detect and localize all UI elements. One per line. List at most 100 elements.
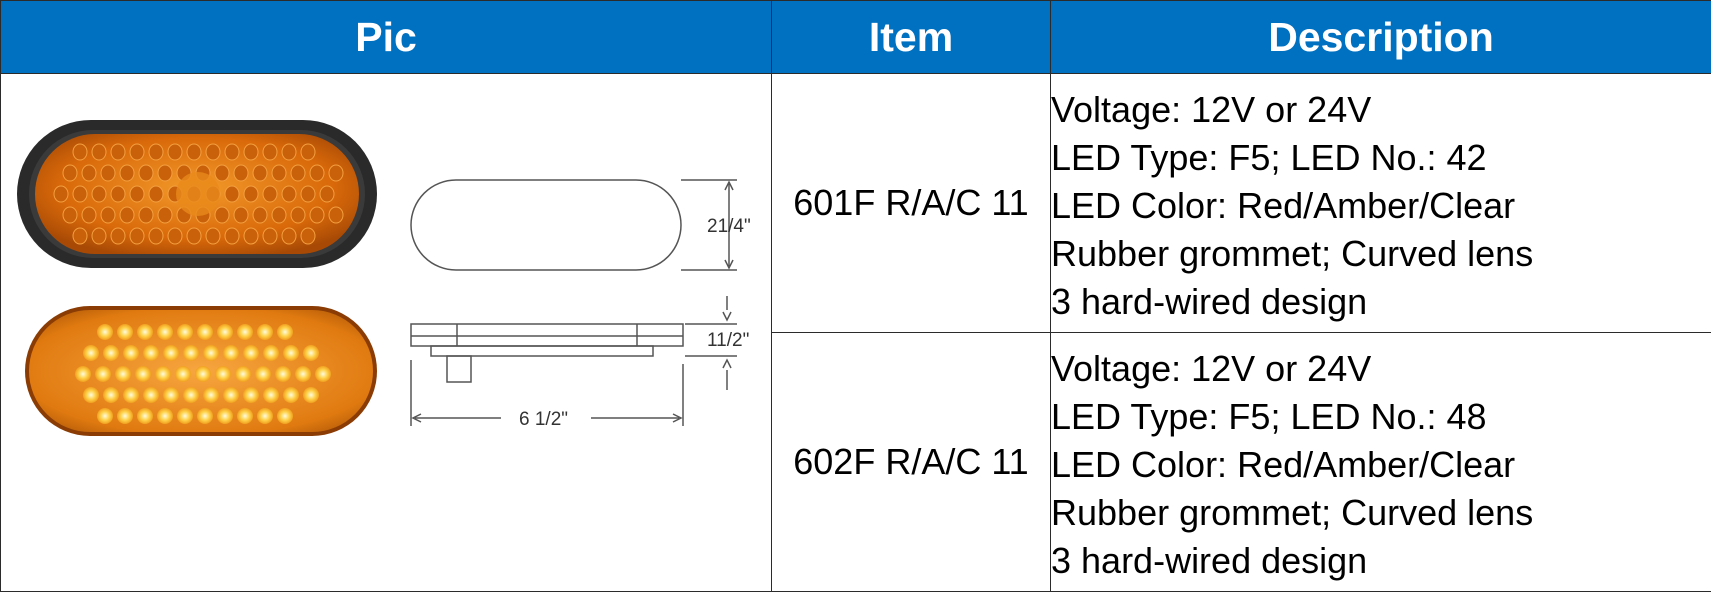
led-dot-lit	[237, 324, 253, 340]
led-dot-lit	[95, 366, 111, 382]
led-dot-lit	[83, 387, 99, 403]
led-dot	[168, 144, 182, 160]
led-dot-lit	[277, 408, 293, 424]
description-line: 3 hard-wired design	[1051, 537, 1711, 585]
led-dot-lit	[123, 387, 139, 403]
led-dot	[111, 144, 125, 160]
led-dot-lit	[103, 387, 119, 403]
led-dot	[130, 186, 144, 202]
description-line: LED Type: F5; LED No.: 42	[1051, 134, 1711, 182]
led-dot-lit	[277, 324, 293, 340]
led-dot	[63, 165, 77, 181]
led-dot	[139, 165, 153, 181]
dimension-depth-label: 11/2"	[707, 330, 749, 351]
header-row: Pic Item Description	[1, 1, 1711, 74]
led-dot-lit	[203, 345, 219, 361]
description-line: LED Color: Red/Amber/Clear	[1051, 182, 1711, 230]
led-dot-lit	[275, 366, 291, 382]
led-dot-lit	[183, 345, 199, 361]
led-dot-lit	[135, 366, 151, 382]
dimension-height-label: 21/4"	[707, 216, 751, 237]
description-line: LED Type: F5; LED No.: 48	[1051, 393, 1711, 441]
led-dot	[130, 144, 144, 160]
led-dot	[301, 144, 315, 160]
led-dot-lit	[255, 366, 271, 382]
led-dot	[63, 207, 77, 223]
led-dot	[206, 228, 220, 244]
pic-cell: 21/4" 11/2" 6 1/2"	[1, 74, 772, 592]
led-dot-lit	[263, 345, 279, 361]
led-dot	[101, 207, 115, 223]
led-dot	[120, 165, 134, 181]
led-dot-lit	[143, 387, 159, 403]
led-dot-lit	[237, 408, 253, 424]
led-dot	[225, 186, 239, 202]
led-dot-lit	[137, 408, 153, 424]
led-dot	[272, 165, 286, 181]
led-dot	[301, 186, 315, 202]
description-line: 3 hard-wired design	[1051, 278, 1711, 326]
led-dot-lit	[137, 324, 153, 340]
led-dot-lit	[197, 408, 213, 424]
led-dot	[244, 186, 258, 202]
led-dot	[54, 186, 68, 202]
header-item: Item	[772, 1, 1051, 74]
description-line: Rubber grommet; Curved lens	[1051, 489, 1711, 537]
item-cell: 602F R/A/C 11	[772, 333, 1051, 592]
item-cell: 601F R/A/C 11	[772, 74, 1051, 333]
led-dot-lit	[177, 324, 193, 340]
description-cell: Voltage: 12V or 24V LED Type: F5; LED No…	[1051, 74, 1711, 333]
led-dot	[187, 228, 201, 244]
led-dot-lit	[123, 345, 139, 361]
led-dot-lit	[257, 324, 273, 340]
led-dot-lit	[163, 387, 179, 403]
led-dot-lit	[155, 366, 171, 382]
led-dot-lit	[217, 324, 233, 340]
led-dot	[263, 144, 277, 160]
led-dot	[206, 144, 220, 160]
led-dot	[187, 144, 201, 160]
led-dot-lit	[163, 345, 179, 361]
led-dot-lit	[157, 408, 173, 424]
led-dot	[291, 165, 305, 181]
led-dot	[244, 144, 258, 160]
led-dot	[120, 207, 134, 223]
oval-amber-lamp-lit-icon	[25, 306, 377, 436]
led-dot	[234, 207, 248, 223]
led-dot-lit	[263, 387, 279, 403]
led-dot	[82, 207, 96, 223]
led-dot	[291, 207, 305, 223]
led-dot	[282, 228, 296, 244]
led-dot	[130, 228, 144, 244]
led-dot-lit	[117, 408, 133, 424]
led-dot-lit	[243, 387, 259, 403]
led-dot	[282, 186, 296, 202]
led-dot-lit	[75, 366, 91, 382]
led-dot-lit	[215, 366, 231, 382]
table-row: 21/4" 11/2" 6 1/2" 601F R/A/C 11 Voltage…	[1, 74, 1711, 333]
led-dot	[149, 144, 163, 160]
led-dot	[149, 228, 163, 244]
led-dot	[101, 165, 115, 181]
led-dot	[215, 207, 229, 223]
led-dot	[82, 165, 96, 181]
led-dot-lit	[203, 387, 219, 403]
led-dot-lit	[197, 324, 213, 340]
led-dot	[111, 186, 125, 202]
led-dot-lit	[257, 408, 273, 424]
dimension-drawing-icon	[411, 180, 737, 426]
led-dot-lit	[97, 324, 113, 340]
led-dot	[225, 144, 239, 160]
led-dot	[225, 228, 239, 244]
led-dot-lit	[235, 366, 251, 382]
led-dot-lit	[183, 387, 199, 403]
led-dot-lit	[177, 408, 193, 424]
product-picture: 21/4" 11/2" 6 1/2"	[1, 74, 770, 590]
led-dot-lit	[243, 345, 259, 361]
led-dot-lit	[103, 345, 119, 361]
led-dot	[139, 207, 153, 223]
description-line: Voltage: 12V or 24V	[1051, 345, 1711, 393]
led-dot-lit	[315, 366, 331, 382]
led-dot	[158, 165, 172, 181]
